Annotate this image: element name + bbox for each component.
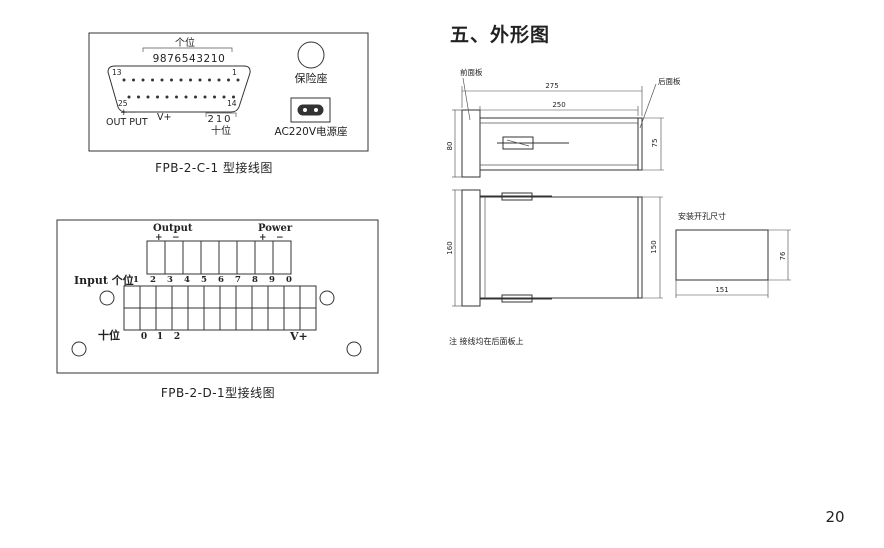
- panel-cutout-drawing: [675, 229, 769, 281]
- db25-pin: [122, 78, 126, 82]
- terminal-number: 3: [167, 275, 173, 285]
- power-socket-label: AC220V电源座: [274, 125, 347, 138]
- db25-pin: [151, 78, 154, 82]
- db25-top-pins: [122, 78, 240, 82]
- caption-c: FPB-2-C-1 型接线图: [155, 160, 273, 175]
- pin-13-label: 13: [112, 68, 122, 77]
- caption-d: FPB-2-D-1型接线图: [161, 385, 275, 400]
- wiring-note: 注 接线均在后面板上: [449, 336, 524, 346]
- db25-pin: [165, 95, 169, 99]
- top-digits-c: 9876543210: [153, 53, 226, 65]
- top-bracket: [142, 47, 233, 52]
- dim-150: 150: [650, 240, 658, 253]
- unit-label-c: 个位: [175, 36, 195, 49]
- tens-num-1: 1: [157, 332, 163, 342]
- db25-pin: [179, 78, 183, 82]
- db25-connector: [107, 65, 251, 113]
- diagram-c-panel: [88, 32, 369, 152]
- tens-label-c: 十位: [211, 124, 231, 137]
- power-plus-d: +: [259, 233, 267, 243]
- terminal-number: 1: [133, 275, 139, 285]
- side-view-drawing: [461, 109, 643, 178]
- bottom-digits-c: 210: [207, 114, 232, 125]
- db25-pin: [236, 78, 240, 82]
- input-label-d: Input 个位: [74, 273, 134, 287]
- terminal-number: 4: [184, 275, 190, 285]
- terminal-block-upper: [146, 240, 292, 275]
- dim-151: 151: [715, 286, 728, 294]
- db25-pin: [175, 95, 178, 99]
- plus-c: +: [120, 108, 128, 118]
- tens-num-2: 2: [174, 332, 180, 342]
- tens-label-d: 十位: [98, 328, 120, 342]
- output-plus-d: +: [155, 233, 163, 243]
- terminal-block-lower: [123, 285, 317, 331]
- db25-pin: [198, 78, 202, 82]
- dim-76: 76: [779, 251, 787, 260]
- db25-pin: [194, 95, 197, 99]
- power-label-d: Power: [258, 223, 293, 234]
- fuse-label: 保险座: [295, 71, 328, 85]
- pin-1-label: 1: [232, 68, 237, 77]
- power-socket-icon: [290, 97, 331, 123]
- vplus-label-c: V+: [157, 112, 171, 123]
- terminal-number: 2: [150, 275, 156, 285]
- section-title: 五、外形图: [450, 23, 550, 46]
- db25-pin: [184, 95, 188, 99]
- db25-pin: [222, 95, 226, 99]
- minus-c: −: [129, 108, 137, 118]
- dim-75: 75: [651, 139, 659, 148]
- db25-pin: [127, 95, 131, 99]
- cutout-title: 安装开孔尺寸: [678, 211, 726, 221]
- rear-panel-label: 后面板: [658, 76, 681, 86]
- mount-hole-icon: [319, 290, 335, 306]
- mount-hole-icon: [99, 290, 115, 306]
- output-label-d: Output: [153, 223, 193, 234]
- db25-pin: [132, 78, 135, 82]
- terminal-number: 8: [252, 275, 258, 285]
- bottom-bracket: [205, 112, 237, 117]
- terminal-number: 0: [286, 275, 292, 285]
- terminal-number: 7: [235, 275, 241, 285]
- output-label-c: OUT PUT: [106, 117, 148, 128]
- top-view-drawing: [461, 189, 643, 307]
- db25-pin: [141, 78, 145, 82]
- terminal-number: 5: [201, 275, 207, 285]
- pin-25-label: 25: [118, 99, 128, 108]
- page-number: 20: [825, 508, 844, 526]
- terminal-number-row: 1 2 3 4 5 6 7 8 9 0: [133, 275, 292, 285]
- db25-pin: [146, 95, 150, 99]
- db25-pin: [208, 78, 211, 82]
- db25-pin: [227, 78, 230, 82]
- vplus-label-d: V+: [289, 330, 308, 343]
- output-minus-d: −: [172, 233, 180, 243]
- db25-pin: [170, 78, 173, 82]
- db25-pin: [213, 95, 216, 99]
- db25-pin: [137, 95, 140, 99]
- db25-pin: [156, 95, 159, 99]
- db25-pin: [189, 78, 192, 82]
- dim-80: 80: [446, 142, 454, 151]
- power-minus-d: −: [276, 233, 284, 243]
- dim-250: 250: [552, 101, 565, 109]
- db25-bottom-pins: [127, 95, 235, 99]
- db25-pin: [203, 95, 207, 99]
- front-panel-label: 前面板: [460, 67, 483, 77]
- db25-pin: [160, 78, 164, 82]
- dim-275: 275: [545, 82, 558, 90]
- terminal-number: 6: [218, 275, 224, 285]
- fuse-holder-icon: [297, 41, 325, 69]
- db25-pin: [217, 78, 221, 82]
- mount-hole-icon: [71, 341, 87, 357]
- db25-pin: [232, 95, 235, 99]
- pin-14-label: 14: [227, 99, 237, 108]
- tens-num-0: 0: [141, 332, 147, 342]
- terminal-number: 9: [269, 275, 275, 285]
- dim-160: 160: [446, 241, 454, 254]
- mount-hole-icon: [346, 341, 362, 357]
- diagram-d-panel: [56, 219, 379, 374]
